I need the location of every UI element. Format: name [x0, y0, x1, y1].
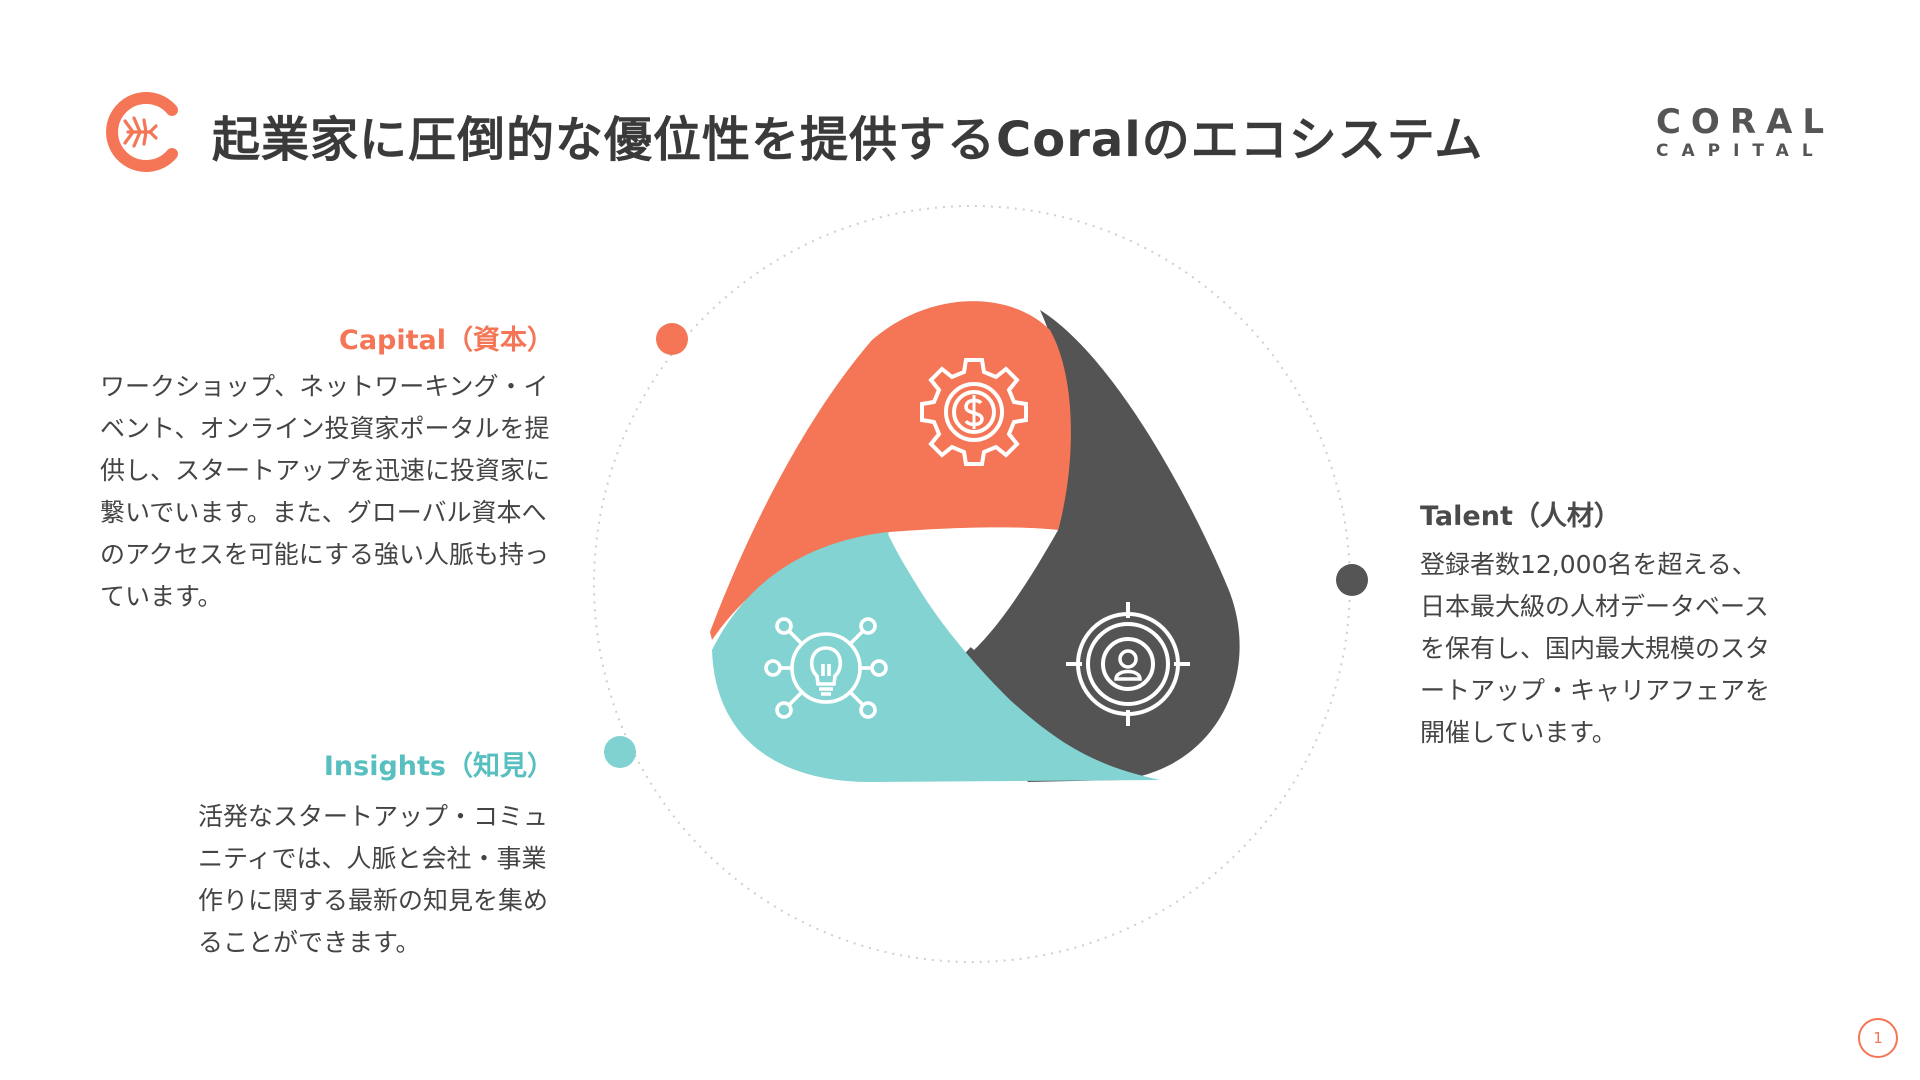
talent-title: Talent（人材）: [1420, 501, 1621, 532]
person-target-icon: [1066, 602, 1190, 726]
brand-logo: CORAL CAPITAL: [1656, 104, 1834, 162]
gear-dollar-icon: [920, 358, 1028, 466]
lightbulb-network-icon: [764, 617, 888, 719]
insights-title: Insights（知見）: [323, 751, 554, 782]
talent-description: 登録者数12,000名を超える、日本最大級の人材データベースを保有し、国内最大規…: [1420, 550, 1771, 747]
brand-subtitle: CAPITAL: [1655, 141, 1826, 161]
insights-description: 活発なスタートアップ・コミュニティでは、人脈と会社・事業作りに関する最新の知見を…: [198, 802, 549, 957]
talent-dot: [1336, 564, 1368, 596]
page-title: 起業家に圧倒的な優位性を提供するCoralのエコシステム: [212, 112, 1484, 168]
center-gap: [888, 527, 1058, 650]
capital-description: ワークショップ、ネットワーキング・イベント、オンライン投資家ポータルを提供し、ス…: [100, 372, 551, 611]
insights-segment: [712, 532, 1160, 782]
capital-title: Capital（資本）: [339, 325, 554, 356]
brand-name: CORAL: [1655, 102, 1834, 142]
page-number: 1: [1858, 1018, 1898, 1058]
coral-logo-icon: [106, 92, 178, 172]
insights-dot: [604, 736, 636, 768]
capital-dot: [656, 323, 688, 355]
